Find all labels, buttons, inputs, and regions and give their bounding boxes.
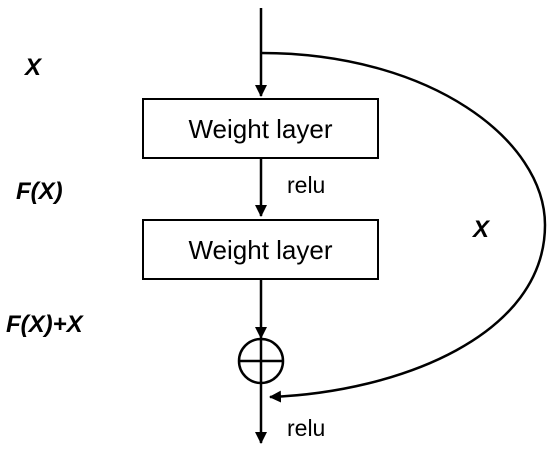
relu-label-1: relu bbox=[287, 172, 326, 198]
relu-label-2: relu bbox=[287, 415, 326, 441]
weight-layer-label-2: Weight layer bbox=[188, 235, 333, 265]
sum-label: F(X)+X bbox=[6, 311, 83, 338]
skip-connection-arrow bbox=[260, 51, 547, 403]
residual-label: F(X) bbox=[16, 178, 63, 205]
circle-plus-icon bbox=[237, 337, 285, 385]
input-label: X bbox=[25, 54, 42, 81]
skip-label: X bbox=[473, 216, 490, 243]
weight-layer-box-2 bbox=[142, 219, 379, 280]
weight-layer-label-1: Weight layer bbox=[188, 114, 333, 144]
